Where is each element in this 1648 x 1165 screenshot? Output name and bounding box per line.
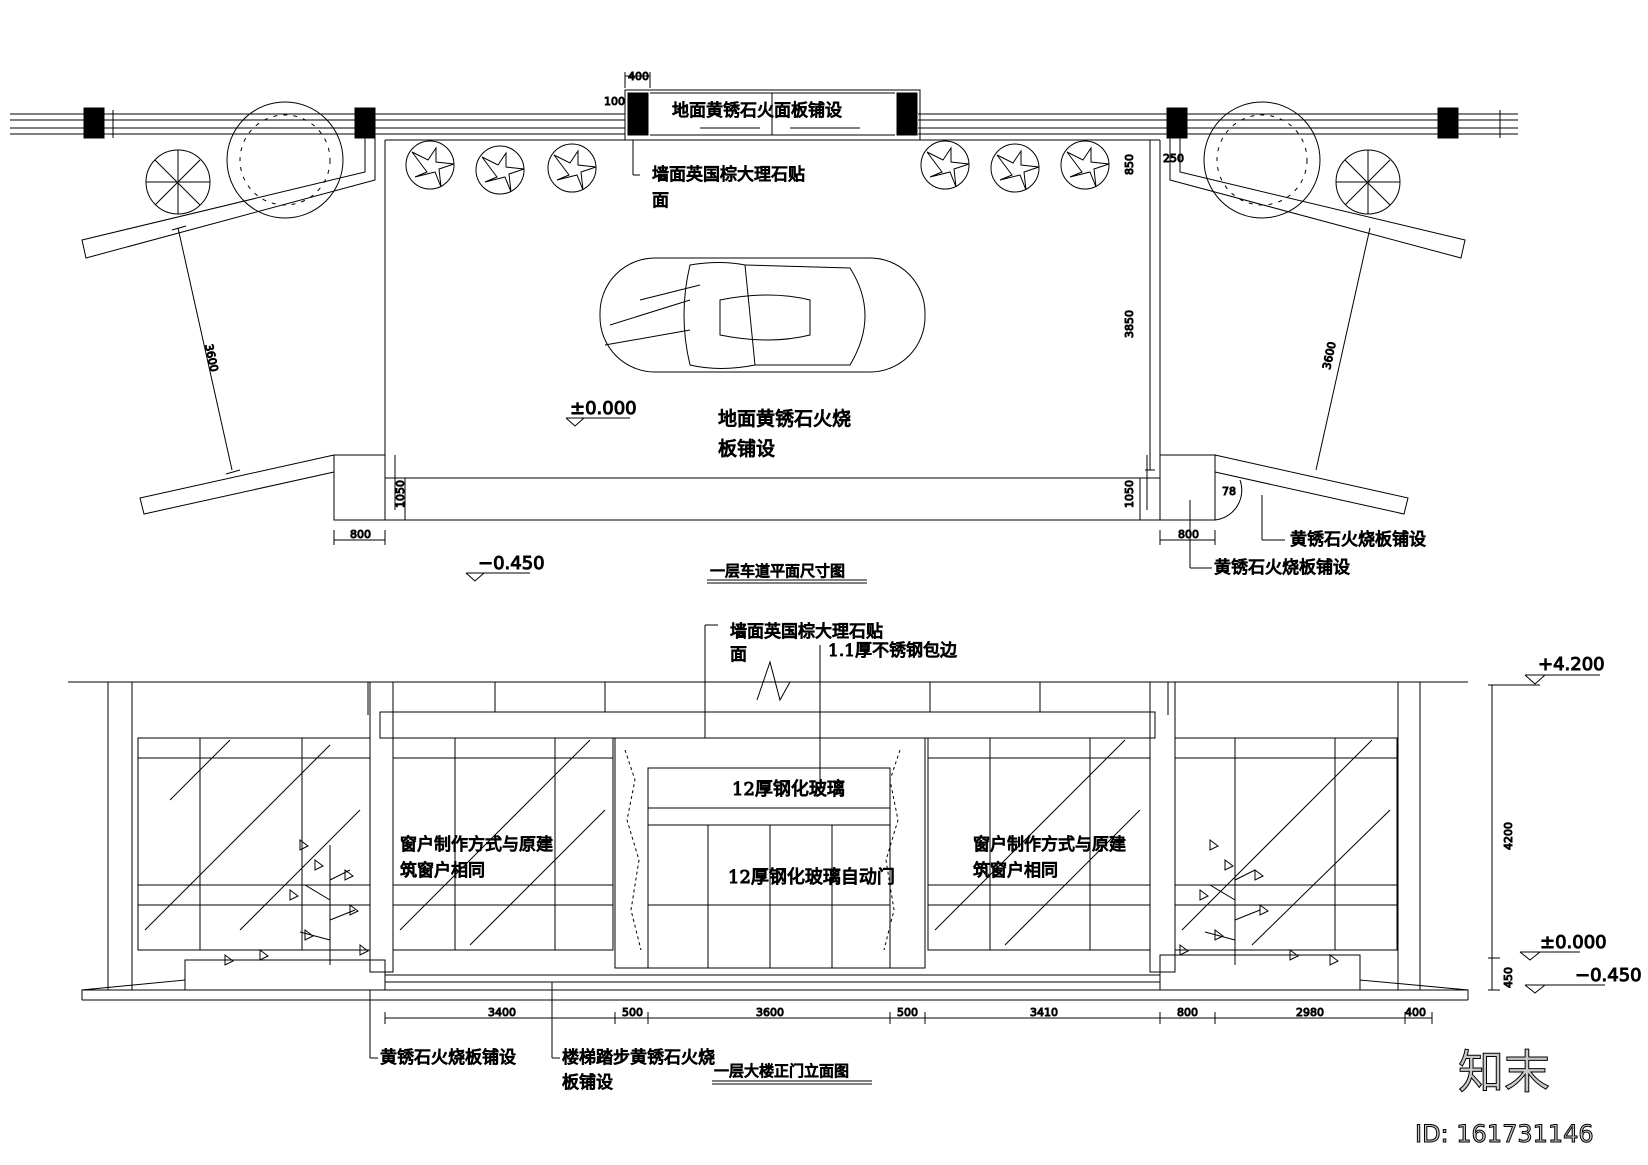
dim-400: 400 bbox=[628, 70, 649, 83]
shrubs-right bbox=[921, 141, 1109, 192]
driveway-slab bbox=[385, 140, 1160, 520]
elev-dim-8: 400 bbox=[1405, 1006, 1426, 1019]
elev-window-left-1: 窗户制作方式与原建 bbox=[400, 835, 553, 855]
dim-800-right: 800 bbox=[1178, 528, 1199, 541]
dim-250: 250 bbox=[1163, 152, 1184, 165]
plan-level-m: −0.450 bbox=[478, 553, 545, 574]
dim-800-left: 800 bbox=[350, 528, 371, 541]
elev-wall-note-2: 面 bbox=[730, 645, 747, 665]
gate-sign bbox=[625, 72, 920, 175]
dim-850: 850 bbox=[1123, 154, 1136, 175]
window-left-outer bbox=[138, 738, 370, 950]
dim-78: 78 bbox=[1222, 485, 1236, 498]
left-ramp bbox=[82, 135, 385, 545]
plan-title: 一层车道平面尺寸图 bbox=[710, 562, 845, 580]
dim-3600-right: 3600 bbox=[1320, 341, 1339, 371]
gate-sign-text: 地面黄锈石火面板铺设 bbox=[672, 101, 842, 121]
elev-steel-note: 1.1厚不锈钢包边 bbox=[828, 641, 957, 661]
elev-glass-top: 12厚钢化玻璃 bbox=[732, 779, 845, 800]
elev-window-right-2: 筑窗户相同 bbox=[973, 861, 1058, 881]
plan-wall-note-2: 面 bbox=[652, 191, 669, 211]
plant-right bbox=[1180, 840, 1338, 965]
plan-floor-note-1: 地面黄锈石火烧 bbox=[718, 408, 851, 430]
dim-100: 100 bbox=[604, 95, 625, 108]
elev-window-right-1: 窗户制作方式与原建 bbox=[973, 835, 1126, 855]
elev-level-top: +4.200 bbox=[1538, 654, 1605, 675]
dim-1050-right: 1050 bbox=[1123, 480, 1136, 508]
plan-leaders bbox=[1190, 495, 1285, 568]
elev-dim-2: 500 bbox=[622, 1006, 643, 1019]
window-right-outer bbox=[1175, 738, 1397, 950]
plant-left bbox=[225, 840, 368, 965]
elev-window-left-2: 筑窗户相同 bbox=[400, 861, 485, 881]
dim-3850: 3850 bbox=[1123, 310, 1136, 338]
dim-450: 450 bbox=[1502, 967, 1515, 988]
elev-wall-note-1: 墙面英国棕大理石贴 bbox=[730, 622, 883, 642]
elevation-view bbox=[68, 625, 1605, 1084]
elev-dim-7: 2980 bbox=[1296, 1006, 1324, 1019]
elev-note-bottom-1: 黄锈石火烧板铺设 bbox=[380, 1048, 516, 1068]
shrubs-left bbox=[406, 141, 596, 194]
right-ramp bbox=[1160, 135, 1465, 545]
elev-dim-4: 500 bbox=[897, 1006, 918, 1019]
elev-level-0: ±0.000 bbox=[1540, 932, 1607, 953]
plan-right-note-2: 黄锈石火烧板铺设 bbox=[1214, 558, 1350, 578]
plan-wall-note-1: 墙面英国棕大理石贴 bbox=[652, 165, 805, 185]
elev-note-bottom-2b: 板铺设 bbox=[562, 1073, 613, 1093]
level-markers-elev bbox=[1488, 675, 1605, 993]
trees bbox=[146, 102, 1400, 218]
watermark-id: ID: 161731146 bbox=[1415, 1120, 1594, 1148]
dim-4200: 4200 bbox=[1502, 822, 1515, 850]
level-markers-plan bbox=[466, 418, 630, 581]
elev-note-bottom-2a: 楼梯踏步黄锈石火烧 bbox=[562, 1048, 715, 1068]
plan-right-note-1: 黄锈石火烧板铺设 bbox=[1290, 530, 1426, 550]
elev-title: 一层大楼正门立面图 bbox=[714, 1062, 849, 1080]
elev-dimension-line bbox=[385, 1012, 1432, 1024]
plan-level-0: ±0.000 bbox=[570, 398, 637, 419]
elev-glass-door: 12厚钢化玻璃自动门 bbox=[728, 867, 895, 888]
elev-dim-6: 800 bbox=[1177, 1006, 1198, 1019]
dim-3600-left: 3600 bbox=[202, 343, 221, 373]
elev-level-m: −0.450 bbox=[1575, 965, 1642, 986]
elev-dim-1: 3400 bbox=[488, 1006, 516, 1019]
plan-view bbox=[10, 72, 1518, 583]
elev-dim-3: 3600 bbox=[756, 1006, 784, 1019]
fence-left bbox=[10, 108, 1518, 138]
dim-1050-left: 1050 bbox=[394, 480, 407, 508]
elev-dim-5: 3410 bbox=[1030, 1006, 1058, 1019]
plan-floor-note-2: 板铺设 bbox=[718, 438, 775, 460]
car bbox=[600, 258, 925, 372]
watermark-logo: 知末 bbox=[1458, 1045, 1550, 1099]
